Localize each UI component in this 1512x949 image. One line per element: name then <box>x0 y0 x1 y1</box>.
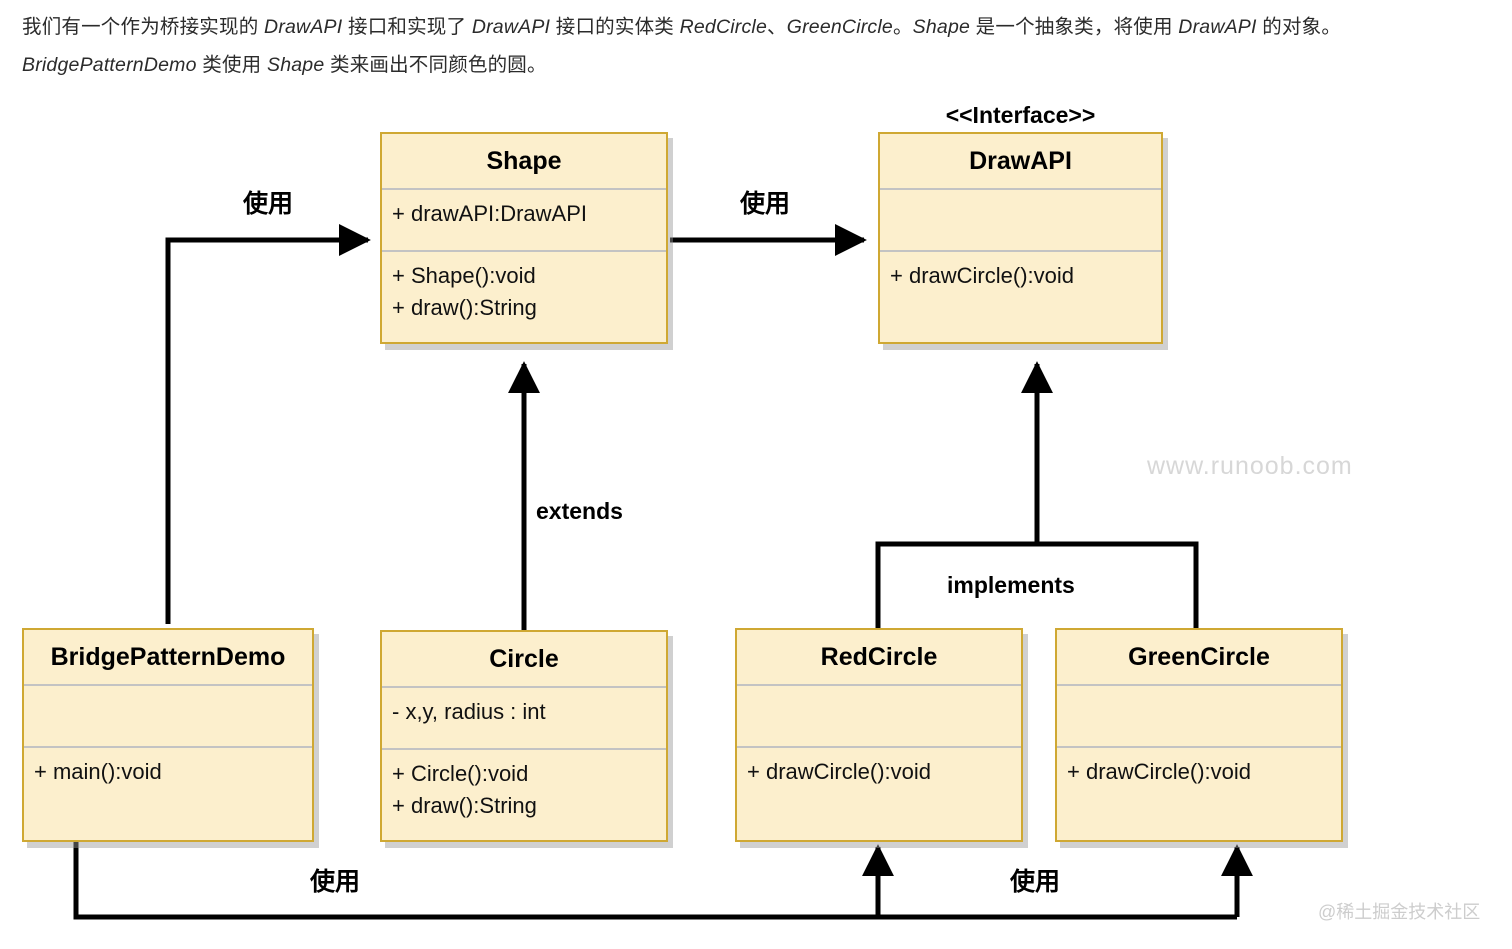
intro-text-run: 接口的实体类 <box>550 16 680 38</box>
class-title-drawapi: DrawAPI <box>969 146 1072 175</box>
stereotype-interface-label: <<Interface>> <box>945 102 1096 128</box>
class-methods-greencircle: + drawCircle():void <box>1057 746 1341 840</box>
intro-paragraph: 我们有一个作为桥接实现的 DrawAPI 接口和实现了 DrawAPI 接口的实… <box>22 8 1490 84</box>
class-box-redcircle[interactable]: RedCircle + drawCircle():void <box>735 628 1023 842</box>
class-title-shape: Shape <box>486 146 562 175</box>
intro-text-run: 接口和实现了 <box>342 16 472 38</box>
class-methods-shape: + Shape():void + draw():String <box>382 250 666 342</box>
class-box-circle[interactable]: Circle - x,y, radius : int + Circle():vo… <box>380 630 668 842</box>
intro-code-term: DrawAPI <box>264 16 343 38</box>
class-attributes-drawapi <box>880 188 1161 250</box>
class-attributes-circle: - x,y, radius : int <box>382 686 666 748</box>
intro-code-term: RedCircle <box>679 16 768 38</box>
class-attributes-redcircle <box>737 684 1021 746</box>
edge-label-demo-uses-circles-left: 使用 <box>310 868 361 896</box>
class-box-greencircle[interactable]: GreenCircle + drawCircle():void <box>1055 628 1343 842</box>
edge-demo-uses-circles <box>73 842 1254 920</box>
intro-code-term: GreenCircle <box>786 16 893 38</box>
uml-class-diagram: 使用 使用 extends implements 使用 使用 <<Interfa… <box>0 92 1512 949</box>
intro-text-run: 的对象。 <box>1256 16 1342 38</box>
class-methods-redcircle: + drawCircle():void <box>737 746 1021 840</box>
class-methods-circle: + Circle():void + draw():String <box>382 748 666 840</box>
class-attributes-greencircle <box>1057 684 1341 746</box>
intro-code-term: DrawAPI <box>1178 16 1257 38</box>
edge-label-shape-uses-drawapi: 使用 <box>740 190 791 218</box>
intro-text-run: 类来画出不同颜色的圆。 <box>324 54 547 76</box>
intro-text-run: 。 <box>892 16 913 38</box>
intro-text-run: 、 <box>767 16 787 38</box>
class-box-bridgepatterndemo[interactable]: BridgePatternDemo + main():void <box>22 628 314 842</box>
intro-code-term: Shape <box>267 54 325 76</box>
class-attributes-bridgepatterndemo <box>24 684 312 746</box>
intro-text-run: 是一个抽象类，将使用 <box>970 16 1179 38</box>
intro-code-term: Shape <box>912 16 971 38</box>
class-title-redcircle: RedCircle <box>820 642 938 671</box>
class-title-greencircle: GreenCircle <box>1128 642 1270 671</box>
class-title-circle: Circle <box>489 644 559 673</box>
class-methods-bridgepatterndemo: + main():void <box>24 746 312 840</box>
intro-text-run: 类使用 <box>196 54 267 76</box>
class-box-drawapi[interactable]: DrawAPI + drawCircle():void <box>878 132 1163 344</box>
watermark-juejin: @稀土掘金技术社区 <box>1318 902 1481 922</box>
watermark-runoob: www.runoob.com <box>1147 452 1353 480</box>
edge-label-demo-uses-circles-right: 使用 <box>1010 868 1061 896</box>
class-methods-drawapi: + drawCircle():void <box>880 250 1161 342</box>
class-title-bridgepatterndemo: BridgePatternDemo <box>50 642 286 671</box>
edge-label-circles-implement-drawapi: implements <box>947 572 1075 598</box>
intro-code-term: BridgePatternDemo <box>22 54 197 76</box>
diagram-edges <box>73 223 1254 920</box>
class-attributes-shape: + drawAPI:DrawAPI <box>382 188 666 250</box>
edge-label-demo-uses-shape: 使用 <box>243 190 294 218</box>
intro-text-run: 我们有一个作为桥接实现的 <box>22 16 265 38</box>
edge-demo-uses-shape <box>165 223 371 624</box>
edge-circles-implement-drawapi <box>875 361 1199 632</box>
edge-label-circle-extends-shape: extends <box>536 498 623 524</box>
class-box-shape[interactable]: Shape + drawAPI:DrawAPI + Shape():void +… <box>380 132 668 344</box>
intro-code-term: DrawAPI <box>471 16 551 38</box>
